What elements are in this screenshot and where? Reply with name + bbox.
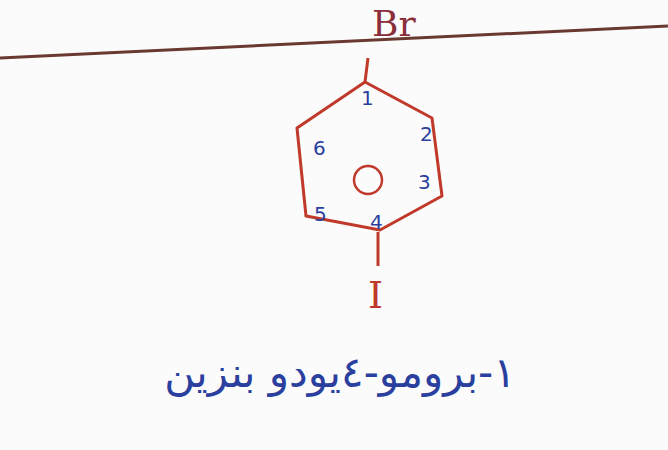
position-number: 1 — [361, 88, 374, 108]
position-number: 6 — [313, 138, 326, 158]
position-number: 2 — [420, 124, 433, 144]
rule-line — [0, 26, 668, 58]
aromatic-circle — [354, 166, 382, 194]
position-number: 5 — [314, 204, 327, 224]
compound-name: ١-برومو-٤يودو بنزين — [164, 352, 516, 394]
bond-line — [365, 58, 368, 82]
bond-line — [377, 232, 380, 266]
substituent-label: I — [368, 276, 383, 314]
benzene-ring — [297, 82, 442, 230]
position-number: 3 — [418, 172, 431, 192]
substituent-label: Br — [372, 6, 416, 42]
position-number: 4 — [370, 212, 383, 232]
